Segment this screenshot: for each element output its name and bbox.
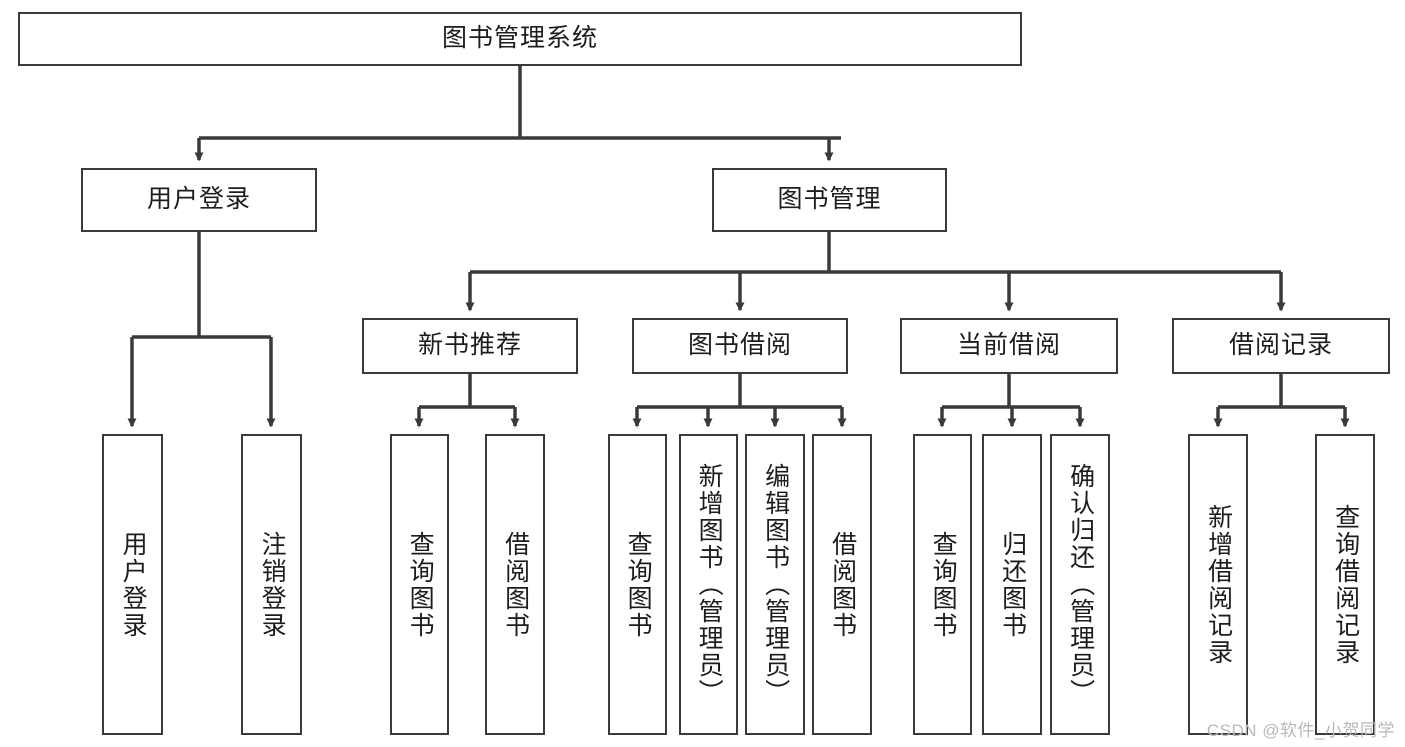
node-leaf-add-book[interactable]: 新增图书（管理员） <box>679 434 738 735</box>
node-leaf-confirm-return[interactable]: 确认归还（管理员） <box>1050 434 1110 735</box>
node-label: 图书借阅 <box>687 331 792 360</box>
node-user-login[interactable]: 用户登录 <box>81 168 317 232</box>
node-leaf-query-book-recommend[interactable]: 查询图书 <box>390 434 449 735</box>
node-label: 新增借阅记录 <box>1204 503 1233 666</box>
node-label: 查询借阅记录 <box>1331 503 1360 666</box>
node-label: 查询图书 <box>624 530 653 639</box>
node-label: 注销登录 <box>258 530 287 639</box>
node-book-manage[interactable]: 图书管理 <box>712 168 947 232</box>
node-leaf-borrow-book-recommend[interactable]: 借阅图书 <box>485 434 545 735</box>
node-label: 当前借阅 <box>956 331 1061 360</box>
node-leaf-query-book-current[interactable]: 查询图书 <box>913 434 972 735</box>
node-leaf-edit-book[interactable]: 编辑图书（管理员） <box>745 434 805 735</box>
edges-userlogin-to-leaves <box>127 232 276 428</box>
node-leaf-add-borrow-record[interactable]: 新增借阅记录 <box>1188 434 1248 735</box>
node-label: 确认归还（管理员） <box>1066 463 1095 706</box>
edges-borrowrecord-to-leaves <box>1213 374 1350 428</box>
node-label: 归还图书 <box>998 530 1027 639</box>
node-book-borrow[interactable]: 图书借阅 <box>632 318 848 374</box>
node-label: 图书管理系统 <box>441 24 598 53</box>
node-label: 借阅图书 <box>828 530 857 639</box>
node-label: 查询图书 <box>929 530 958 639</box>
node-borrow-record[interactable]: 借阅记录 <box>1172 318 1390 374</box>
edges-root-to-level2 <box>194 66 841 162</box>
node-leaf-query-borrow-record[interactable]: 查询借阅记录 <box>1315 434 1375 735</box>
node-label: 编辑图书（管理员） <box>761 463 790 706</box>
node-label: 新增图书（管理员） <box>695 463 724 706</box>
edges-bookborrow-to-leaves <box>632 374 847 428</box>
edges-newbook-to-leaves <box>414 374 520 428</box>
node-leaf-logout[interactable]: 注销登录 <box>241 434 302 735</box>
node-leaf-borrow-book[interactable]: 借阅图书 <box>812 434 872 735</box>
node-label: 借阅记录 <box>1228 331 1333 360</box>
node-label: 用户登录 <box>119 530 148 639</box>
node-leaf-return-book[interactable]: 归还图书 <box>982 434 1042 735</box>
node-label: 借阅图书 <box>501 530 530 639</box>
csdn-watermark: CSDN @软件_小贺同学 <box>1206 721 1395 740</box>
node-label: 新书推荐 <box>417 331 522 360</box>
node-new-book-recommend[interactable]: 新书推荐 <box>362 318 578 374</box>
node-book-management-system[interactable]: 图书管理系统 <box>18 12 1022 66</box>
node-label: 查询图书 <box>406 530 435 639</box>
edges-currentborrow-to-leaves <box>937 374 1085 428</box>
node-label: 图书管理 <box>777 185 882 214</box>
node-current-borrow[interactable]: 当前借阅 <box>900 318 1118 374</box>
node-label: 用户登录 <box>146 185 251 214</box>
edges-bookmanage-to-level3 <box>465 232 1286 312</box>
node-leaf-query-book-borrow[interactable]: 查询图书 <box>608 434 667 735</box>
node-leaf-user-login[interactable]: 用户登录 <box>102 434 163 735</box>
